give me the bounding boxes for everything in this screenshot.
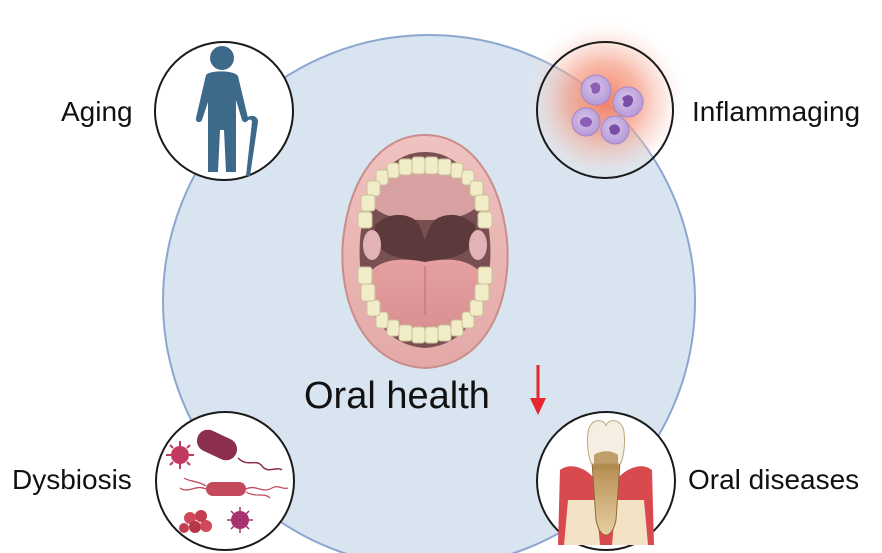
inflammaging-label: Inflammaging	[692, 96, 860, 127]
aging-node: Aging	[61, 42, 293, 180]
dysbiosis-badge	[156, 412, 294, 550]
oral-diseases-node: Oral diseases	[537, 412, 859, 550]
dysbiosis-label: Dysbiosis	[12, 464, 132, 495]
open-mouth-icon	[342, 135, 507, 368]
oral-diseases-label: Oral diseases	[688, 464, 859, 495]
dysbiosis-node: Dysbiosis	[12, 412, 294, 550]
central-label: Oral health	[304, 375, 490, 417]
aging-label: Aging	[61, 96, 133, 127]
inflammaging-node: Inflammaging	[523, 18, 860, 182]
